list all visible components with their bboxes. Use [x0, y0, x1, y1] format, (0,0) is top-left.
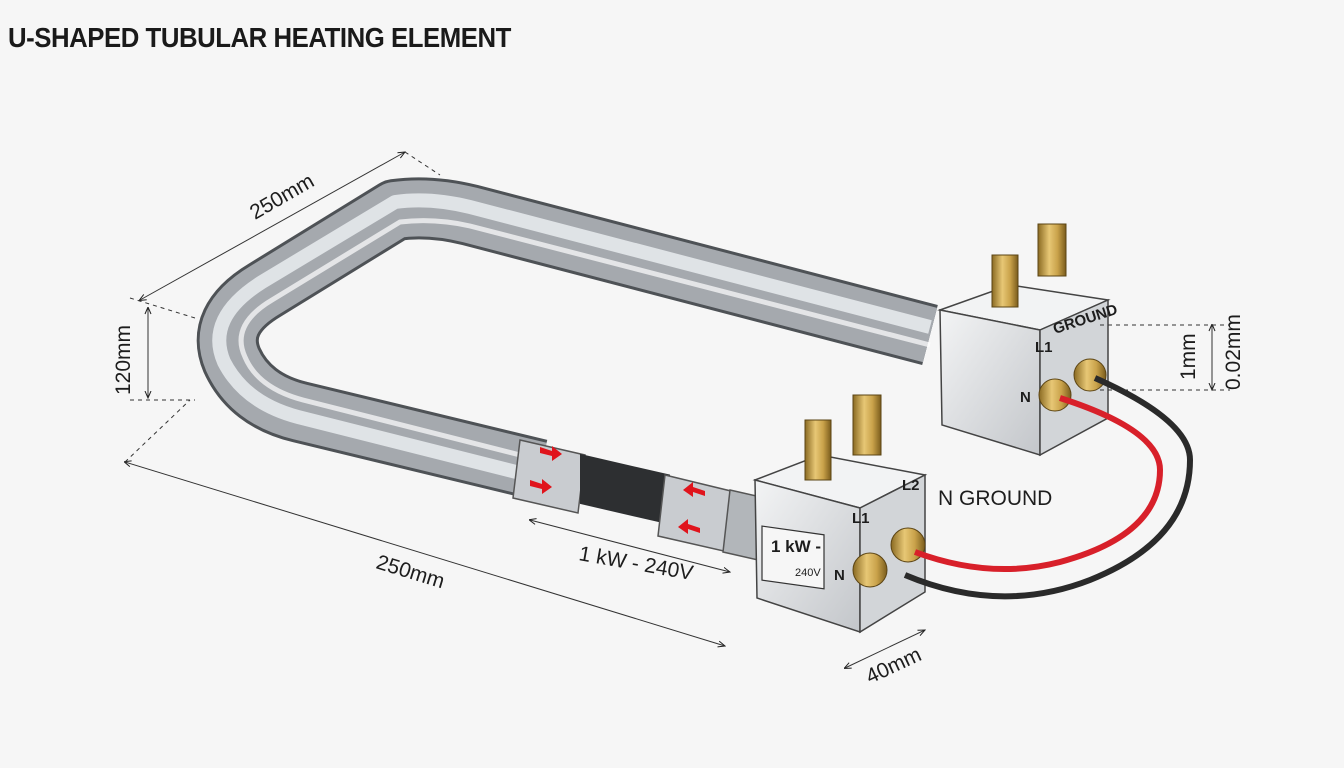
rear-terminal-block: [937, 223, 1111, 457]
dim-line-bottom: [125, 462, 725, 646]
front-stud-1: [804, 419, 832, 481]
dim-label-right-a: 1mm: [1177, 333, 1200, 380]
dim-label-right-b: 0.02mm: [1222, 314, 1245, 390]
dim-label-top: 250mm: [246, 169, 318, 224]
front-terminal-block: [752, 394, 928, 634]
u-tube: [196, 177, 938, 501]
rear-terminal-nut-ground: [1073, 358, 1107, 392]
dimension-lines: [125, 152, 1230, 668]
rear-label-n: N: [1020, 389, 1031, 406]
wires: [903, 375, 1194, 600]
dim-label-block-width: 40mm: [862, 643, 925, 689]
front-stud-2: [852, 394, 882, 456]
rating-label: 1 kW - 240V: [577, 542, 695, 585]
rear-terminal-nut-n: [1038, 378, 1072, 412]
diagram-title: U-SHAPED TUBULAR HEATING ELEMENT: [8, 22, 511, 53]
rating-plate: [761, 525, 825, 590]
rear-stud-2: [1037, 223, 1067, 277]
rear-label-l1: L1: [1035, 339, 1053, 356]
rear-stud-1: [991, 254, 1019, 308]
dim-label-height: 120mm: [112, 325, 135, 395]
dim-line-top: [140, 152, 405, 300]
front-terminal-nut-n: [852, 552, 888, 588]
coil-section: [512, 439, 766, 561]
rating-plate-line1: 1 kW -: [771, 537, 821, 556]
dim-line-rating: [530, 520, 730, 572]
front-label-n: N: [834, 567, 845, 584]
neutral-wire: [903, 375, 1194, 600]
rating-plate-line2: 240V: [795, 567, 821, 579]
dim-line-block: [845, 630, 925, 668]
front-label-l1: L1: [852, 510, 870, 527]
live-wire: [913, 395, 1164, 573]
front-label-l2: L2: [902, 477, 920, 494]
spring-coil: [580, 453, 670, 525]
front-callout-n-ground: N GROUND: [938, 487, 1052, 510]
